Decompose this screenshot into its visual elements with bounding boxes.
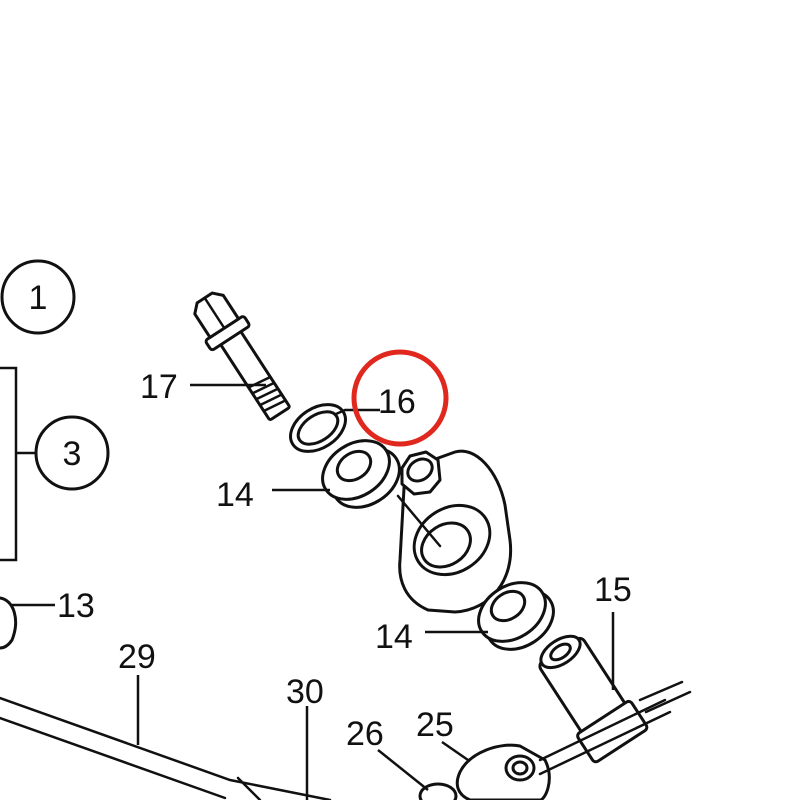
part-25 bbox=[455, 743, 551, 800]
bushing-part-14-upper bbox=[321, 439, 401, 509]
bushing-part-14-lower bbox=[477, 581, 555, 651]
callout-text-3: 3 bbox=[63, 435, 82, 473]
label-14-upper: 14 bbox=[216, 476, 254, 514]
label-26: 26 bbox=[346, 715, 384, 753]
label-14-lower: 14 bbox=[375, 618, 413, 656]
leader-lines bbox=[12, 383, 615, 800]
highlight-ring-16 bbox=[351, 349, 449, 447]
part-13 bbox=[0, 596, 17, 650]
label-30: 30 bbox=[286, 673, 324, 711]
label-16: 16 bbox=[378, 383, 416, 421]
end-fittings bbox=[418, 698, 672, 800]
label-13: 13 bbox=[57, 587, 95, 625]
part-26 bbox=[418, 782, 458, 800]
label-25: 25 bbox=[416, 706, 454, 744]
callout-circle-1 bbox=[0, 259, 76, 335]
assembly-callout-3: 3 bbox=[0, 366, 110, 562]
linkage-rods bbox=[0, 696, 332, 800]
label-17: 17 bbox=[140, 368, 178, 406]
rod-end-link bbox=[396, 449, 513, 614]
callout-text-1: 1 bbox=[29, 279, 48, 317]
group-bracket bbox=[0, 366, 18, 562]
label-29: 29 bbox=[118, 638, 156, 676]
callout-circle-3 bbox=[34, 415, 110, 491]
part-labels: 17 16 14 14 15 13 29 30 26 25 bbox=[57, 368, 632, 753]
bolt-part-17 bbox=[193, 291, 291, 421]
washer-part-16 bbox=[289, 403, 347, 453]
assembly-callout-1: 1 bbox=[0, 259, 76, 335]
label-15: 15 bbox=[594, 571, 632, 609]
leader-26 bbox=[377, 749, 429, 791]
bolt-shank bbox=[217, 327, 291, 421]
leader-25 bbox=[441, 740, 469, 762]
control-cable bbox=[638, 680, 684, 702]
